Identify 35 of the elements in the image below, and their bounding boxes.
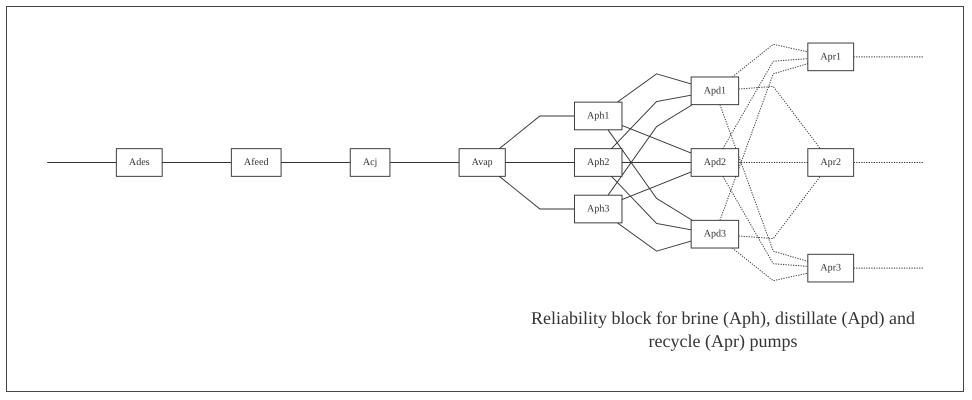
connector bbox=[608, 128, 693, 220]
connector bbox=[719, 62, 808, 220]
connector bbox=[722, 175, 808, 266]
connector bbox=[738, 175, 821, 239]
node-box bbox=[230, 148, 282, 176]
connector bbox=[610, 175, 692, 230]
connector bbox=[853, 56, 924, 57]
connector bbox=[616, 222, 692, 252]
node-box bbox=[458, 148, 506, 176]
node-box bbox=[807, 253, 854, 282]
node-box bbox=[350, 148, 390, 176]
connector bbox=[610, 94, 692, 149]
connector bbox=[719, 104, 808, 262]
node-box bbox=[690, 76, 740, 105]
connector bbox=[622, 124, 692, 153]
node-box bbox=[116, 148, 163, 176]
connector bbox=[616, 72, 692, 102]
node-box bbox=[807, 42, 854, 71]
node-box bbox=[690, 148, 740, 176]
node-box bbox=[574, 194, 622, 223]
connector bbox=[738, 85, 821, 149]
connector bbox=[498, 115, 575, 149]
node-box bbox=[690, 219, 740, 248]
node-box bbox=[807, 148, 854, 176]
connector bbox=[498, 175, 575, 209]
connector bbox=[732, 247, 808, 281]
node-box bbox=[574, 148, 622, 176]
note-text: Reliability block for brine (Aph), distillate (Apd) and recycle (Apr) pumps bbox=[530, 307, 916, 354]
diagram-frame: Ades Afeed Acj Avap Aph1 Aph2 Aph3 Apd1 Apd2 Apd3 Apr1 Apr2 Apr3 Reliability block for brine (Aph), distillate (Apd) and recycle (Apr) pumps bbox=[6, 6, 964, 392]
connector bbox=[622, 171, 692, 200]
connector bbox=[732, 43, 808, 77]
connector bbox=[853, 267, 924, 268]
node-box bbox=[574, 101, 622, 130]
connector bbox=[608, 104, 693, 196]
connector bbox=[722, 58, 808, 149]
